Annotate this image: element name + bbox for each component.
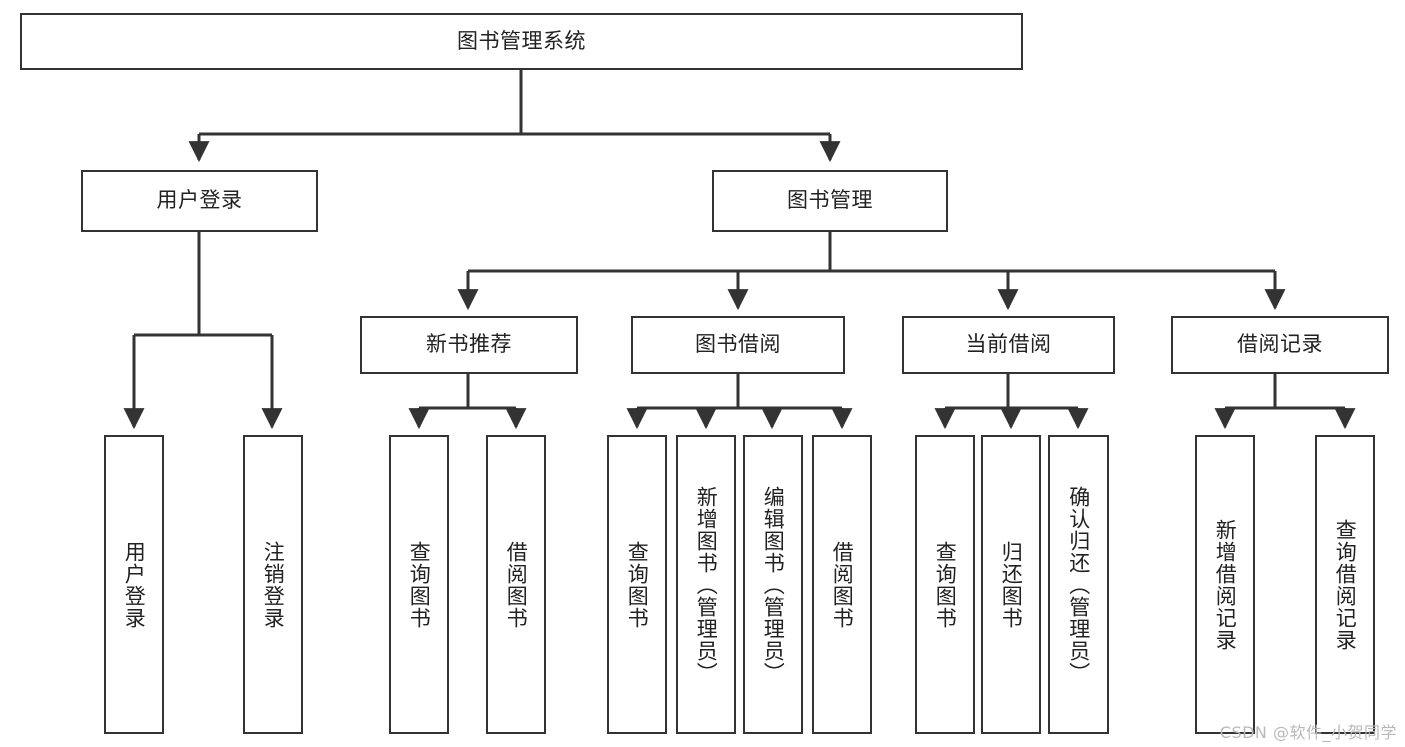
leaf-label: 查询借阅记录 [1333, 518, 1358, 651]
leaf-current-query-book[interactable]: 查询图书 [915, 435, 975, 734]
leaf-label: 查询图书 [407, 540, 432, 629]
leaf-record-add[interactable]: 新增借阅记录 [1195, 435, 1255, 734]
node-book-borrow[interactable]: 图书借阅 [631, 316, 845, 374]
node-user-login-label: 用户登录 [156, 188, 243, 213]
leaf-label: 查询图书 [625, 540, 650, 629]
node-current-borrow[interactable]: 当前借阅 [902, 316, 1115, 374]
leaf-current-return-book[interactable]: 归还图书 [981, 435, 1041, 734]
node-borrow-record[interactable]: 借阅记录 [1171, 316, 1389, 374]
node-borrow-record-label: 借阅记录 [1237, 332, 1323, 357]
watermark: CSDN @软件_小贺同学 [1219, 723, 1397, 742]
node-new-book-recommend[interactable]: 新书推荐 [360, 316, 578, 374]
leaf-current-confirm-return-admin[interactable]: 确认归还（管理员） [1048, 435, 1109, 734]
leaf-borrow-add-book-admin[interactable]: 新增图书（管理员） [676, 435, 736, 734]
node-current-borrow-label: 当前借阅 [965, 332, 1052, 357]
leaf-label: 新增借阅记录 [1213, 518, 1238, 651]
leaf-borrow-edit-book-admin[interactable]: 编辑图书（管理员） [743, 435, 803, 734]
leaf-label: 新增图书（管理员） [694, 485, 719, 684]
leaf-label: 用户登录 [122, 540, 147, 629]
leaf-user-login-login[interactable]: 用户登录 [104, 435, 164, 734]
leaf-label: 编辑图书（管理员） [761, 485, 786, 684]
leaf-user-login-logout[interactable]: 注销登录 [243, 435, 303, 734]
leaf-label: 确认归还（管理员） [1066, 485, 1091, 684]
node-book-borrow-label: 图书借阅 [695, 332, 781, 357]
leaf-record-query[interactable]: 查询借阅记录 [1315, 435, 1375, 734]
leaf-label: 查询图书 [933, 540, 958, 629]
node-root-label: 图书管理系统 [457, 28, 586, 53]
node-root[interactable]: 图书管理系统 [20, 13, 1023, 70]
leaf-new-book-borrow[interactable]: 借阅图书 [486, 435, 546, 734]
leaf-label: 借阅图书 [504, 540, 529, 629]
leaf-label: 借阅图书 [830, 540, 855, 629]
node-new-book-recommend-label: 新书推荐 [426, 332, 512, 357]
leaf-label: 注销登录 [261, 540, 286, 629]
leaf-borrow-query-book[interactable]: 查询图书 [607, 435, 667, 734]
node-user-login[interactable]: 用户登录 [81, 170, 318, 232]
leaf-borrow-borrow-book[interactable]: 借阅图书 [812, 435, 872, 734]
node-book-management[interactable]: 图书管理 [712, 170, 948, 232]
node-book-management-label: 图书管理 [787, 188, 873, 213]
leaf-label: 归还图书 [999, 540, 1024, 629]
leaf-new-book-query[interactable]: 查询图书 [389, 435, 449, 734]
